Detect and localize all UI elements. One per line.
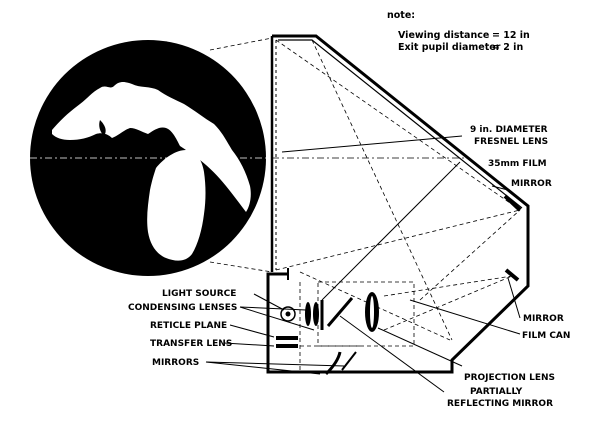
label-film: 35mm FILM [488,159,547,169]
condensing-lens-1 [305,302,311,326]
label-mirrors: MIRRORS [152,358,199,368]
note-heading: note: [387,10,415,21]
label-mirror-bottom: MIRROR [523,314,564,324]
light-source-bulb [280,306,296,322]
reticle-plane [276,336,298,340]
projection-line-bottom [209,261,273,273]
lower-mirror-1 [324,351,342,376]
partial-mirror [326,297,354,327]
magnified-map-view [30,40,266,276]
label-partial-1: PARTIALLY [470,387,523,397]
transfer-lens [276,344,298,348]
label-light-source: LIGHT SOURCE [162,289,236,299]
label-mirror-top: MIRROR [511,179,552,189]
optical-components [276,292,379,376]
condensing-lens-2 [313,302,319,326]
fresnel-lens [270,36,277,272]
land-silhouette-upper [52,82,251,212]
label-projection: PROJECTION LENS [464,373,555,383]
label-condensing: CONDENSING LENSES [128,303,237,313]
note-exit-label: Exit pupil diameter [398,42,501,53]
land-notch [99,120,106,136]
land-silhouette-peninsula [147,150,206,261]
label-fresnel-1: 9 in. DIAMETER [470,125,548,135]
projection-line-top [209,37,273,51]
optical-rays [272,39,521,341]
label-reticle: RETICLE PLANE [150,321,227,331]
label-fresnel-2: FRESNEL LENS [474,137,548,147]
note-viewing-value: = 12 in [492,30,530,41]
label-partial-2: REFLECTING MIRROR [447,399,553,409]
note-exit-value: = 2 in [492,42,523,53]
lower-mirror-2 [341,351,357,371]
leader-lines [205,135,521,393]
note-viewing-label: Viewing distance [398,30,489,41]
label-transfer: TRANSFER LENS [150,339,232,349]
label-film-can: FILM CAN [522,331,570,341]
